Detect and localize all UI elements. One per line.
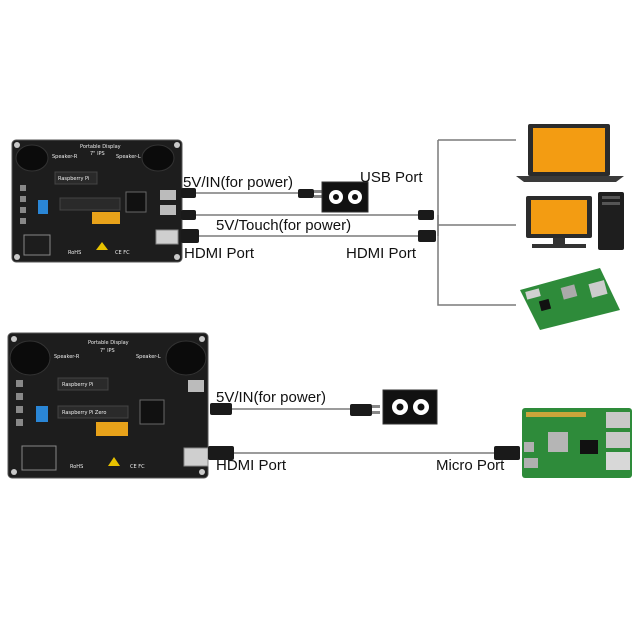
label-usb-port: USB Port [360,169,423,186]
display-board-top: Portable Display 7" IPS Speaker-R Speake… [11,139,183,263]
ic-chip [139,399,165,425]
silk-rohs: RoHS [68,250,81,256]
silk-speaker-l: Speaker-L [116,154,141,160]
speaker-left-pad [9,340,51,376]
blue-component [36,406,48,422]
speaker-right-pad [141,144,175,172]
label-micro-port: Micro Port [436,457,505,474]
cables-bottom [232,408,504,454]
label-touch-power: 5V/Touch(for power) [216,217,351,234]
silk-speaker-r: Speaker-R [52,154,78,160]
board-title: Portable Display [80,144,121,150]
silk-speaker-r: Speaker-R [54,354,80,360]
board-spec: 7" IPS [90,151,105,157]
board-spec: 7" IPS [100,348,115,354]
svg-text:CE FC: CE FC [115,250,130,256]
silk-speaker-l: Speaker-L [136,354,161,360]
power-outlet-icon [321,181,369,213]
silk-rpi: Raspberry Pi [62,382,93,388]
silk-rohs: RoHS [70,464,83,470]
label-power-in-top: 5V/IN(for power) [183,174,293,191]
blue-component [38,200,48,214]
silk-rpi: Raspberry Pi [58,176,89,182]
speaker-right-pad [165,340,207,376]
svg-text:CE FC: CE FC [130,464,145,470]
board-title: Portable Display [88,340,129,346]
ic-chip [125,191,147,213]
raspberry-pi-icon-top [520,268,620,330]
top-setup: Portable Display 7" IPS Speaker-R Speake… [11,124,624,330]
fpc-connector [92,212,120,224]
label-hdmi-port-bottom: HDMI Port [216,457,287,474]
cables-top [196,139,516,306]
label-hdmi-port-right-top: HDMI Port [346,245,417,262]
speaker-left-pad [15,144,49,172]
bottom-setup: Portable Display 7" IPS Speaker-R Speake… [7,332,632,479]
raspberry-pi-icon-bottom [522,408,632,478]
soc-chip [548,432,568,452]
label-power-in-bottom: 5V/IN(for power) [216,389,326,406]
power-outlet-icon [382,389,438,425]
laptop-icon [516,124,624,182]
display-board-bottom: Portable Display 7" IPS Speaker-R Speake… [7,332,209,479]
desktop-pc-icon [526,192,624,250]
silk-rpi-zero: Raspberry Pi Zero [62,410,106,416]
fpc-connector [96,422,128,436]
label-hdmi-port-left-top: HDMI Port [184,245,255,262]
